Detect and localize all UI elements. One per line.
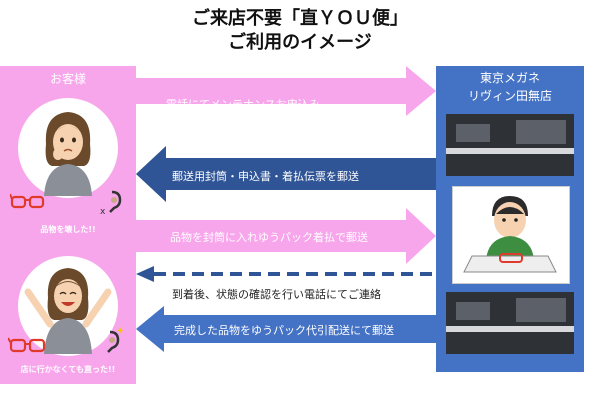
shelf-block xyxy=(516,298,566,322)
arrow-step2 xyxy=(136,146,436,202)
woman-worried-icon xyxy=(44,112,92,196)
customer-label: お客様 xyxy=(49,72,86,86)
hearing-aid-icon: x xyxy=(100,190,122,216)
step1-text: 電話にてメンテナンスお申込み xyxy=(166,98,320,111)
step4-text: 到着後、状態の確認を行い電話にてご連絡 xyxy=(172,288,381,301)
arrow-step1 xyxy=(136,66,436,116)
page-title-line1: ご来店不要「直ＹＯＵ便」 xyxy=(192,8,408,29)
shelf-block xyxy=(456,302,490,320)
shop-photo xyxy=(446,114,574,176)
store-name-line1: 東京メガネ xyxy=(479,71,540,85)
shop-photo xyxy=(446,292,574,354)
shelf-block xyxy=(456,124,490,142)
caption-happy: 店に行かなくても直った!! xyxy=(20,365,116,374)
step5-text: 完成した品物をゆうパック代引配送にて郵送 xyxy=(174,324,394,337)
step2-text: 郵送用封筒・申込書・着払伝票を郵送 xyxy=(172,170,359,183)
svg-text:x: x xyxy=(100,207,106,216)
arrow-step4 xyxy=(136,266,436,282)
step3-text: 品物を封筒に入れゆうパック着払で郵送 xyxy=(170,231,368,244)
svg-text:✦: ✦ xyxy=(116,326,124,337)
shelf-line xyxy=(446,326,574,332)
technician-icon xyxy=(463,196,557,273)
caption-broken: 品物を壊した!! xyxy=(40,225,96,234)
broken-glasses-icon xyxy=(10,193,45,209)
shelf-block xyxy=(516,120,566,144)
woman-happy-icon xyxy=(24,268,112,354)
shelf-line xyxy=(446,148,574,154)
store-name-line2: リヴィン田無店 xyxy=(467,89,552,103)
glasses-icon xyxy=(8,337,46,353)
arrow-step3 xyxy=(136,208,436,264)
page-title-line2: ご利用のイメージ xyxy=(228,32,372,53)
arrow-step5 xyxy=(136,306,436,352)
hearing-aid-icon: ✦ xyxy=(107,326,124,353)
